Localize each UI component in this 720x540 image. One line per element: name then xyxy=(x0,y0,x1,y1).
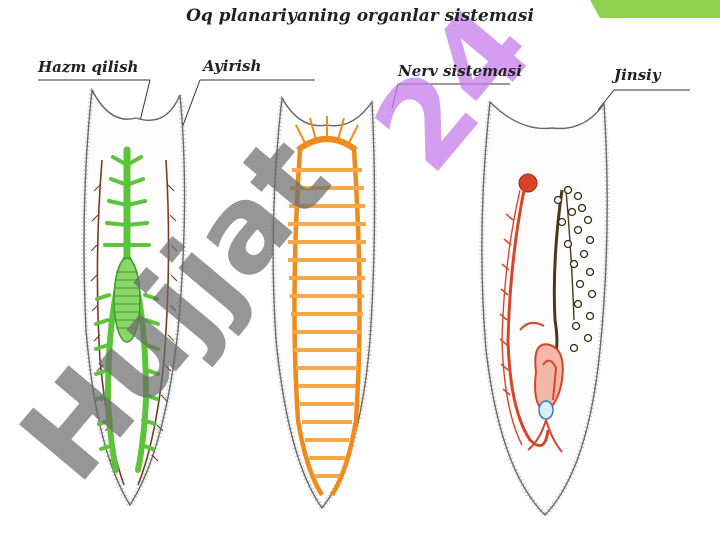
corner-accent xyxy=(590,0,720,18)
planaria-digestive-excretory xyxy=(81,87,188,510)
planaria-nervous xyxy=(270,95,378,513)
label-reproductive: Jinsiy xyxy=(614,66,661,84)
label-digestive: Hazm qilish xyxy=(38,58,139,76)
label-excretory: Ayirish xyxy=(203,57,262,75)
planaria-reproductive xyxy=(479,100,610,519)
label-nervous: Nerv sistemasi xyxy=(398,62,522,80)
diagram-title: Oq planariyaning organlar sistemasi xyxy=(186,6,534,26)
